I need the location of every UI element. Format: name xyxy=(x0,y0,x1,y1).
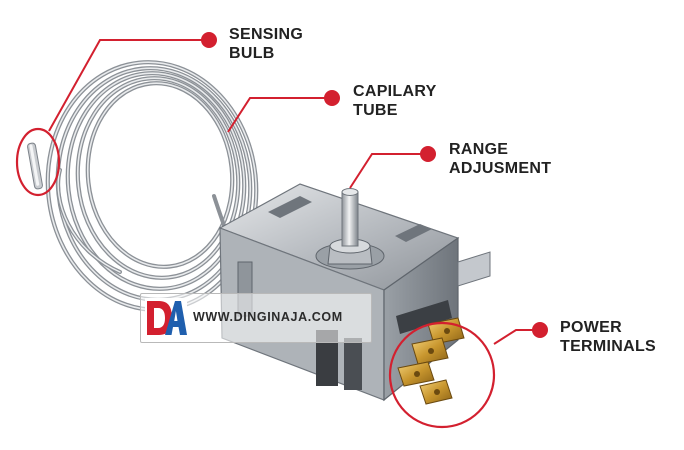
label-range-adjusment: RANGE ADJUSMENT xyxy=(449,140,551,178)
leader-lines xyxy=(48,39,538,345)
label-power-terminals: POWER TERMINALS xyxy=(560,318,656,356)
label-sensing-bulb: SENSING BULB xyxy=(229,25,303,63)
callout-ring-sensing-bulb xyxy=(15,127,61,197)
label-line: POWER xyxy=(560,319,622,336)
label-line: BULB xyxy=(229,45,275,62)
label-line: RANGE xyxy=(449,141,509,158)
watermark-url: WWW.DINGINAJA.COM xyxy=(193,310,343,324)
label-line: TUBE xyxy=(353,102,398,119)
callout-dots xyxy=(201,32,548,338)
watermark: WWW.DINGINAJA.COM xyxy=(140,293,372,343)
leader-sensing-bulb xyxy=(48,39,208,132)
label-line: ADJUSMENT xyxy=(449,160,552,177)
label-line: CAPILARY xyxy=(353,83,437,100)
dot-capilary-tube xyxy=(324,90,340,106)
leader-range-adjusment xyxy=(349,153,427,189)
dot-power-terminals xyxy=(532,322,548,338)
leader-power-terminals xyxy=(493,329,538,345)
label-line: SENSING xyxy=(229,26,304,43)
dot-sensing-bulb xyxy=(201,32,217,48)
leader-capilary-tube xyxy=(227,97,331,133)
sensing-bulb xyxy=(27,142,43,190)
dot-range-adjusment xyxy=(420,146,436,162)
label-line: TERMINALS xyxy=(560,338,657,355)
dinginaja-logo-icon xyxy=(145,298,187,338)
label-capilary-tube: CAPILARY TUBE xyxy=(353,82,437,120)
range-shaft xyxy=(315,188,385,270)
callout-ring-power-terminals xyxy=(388,321,496,429)
